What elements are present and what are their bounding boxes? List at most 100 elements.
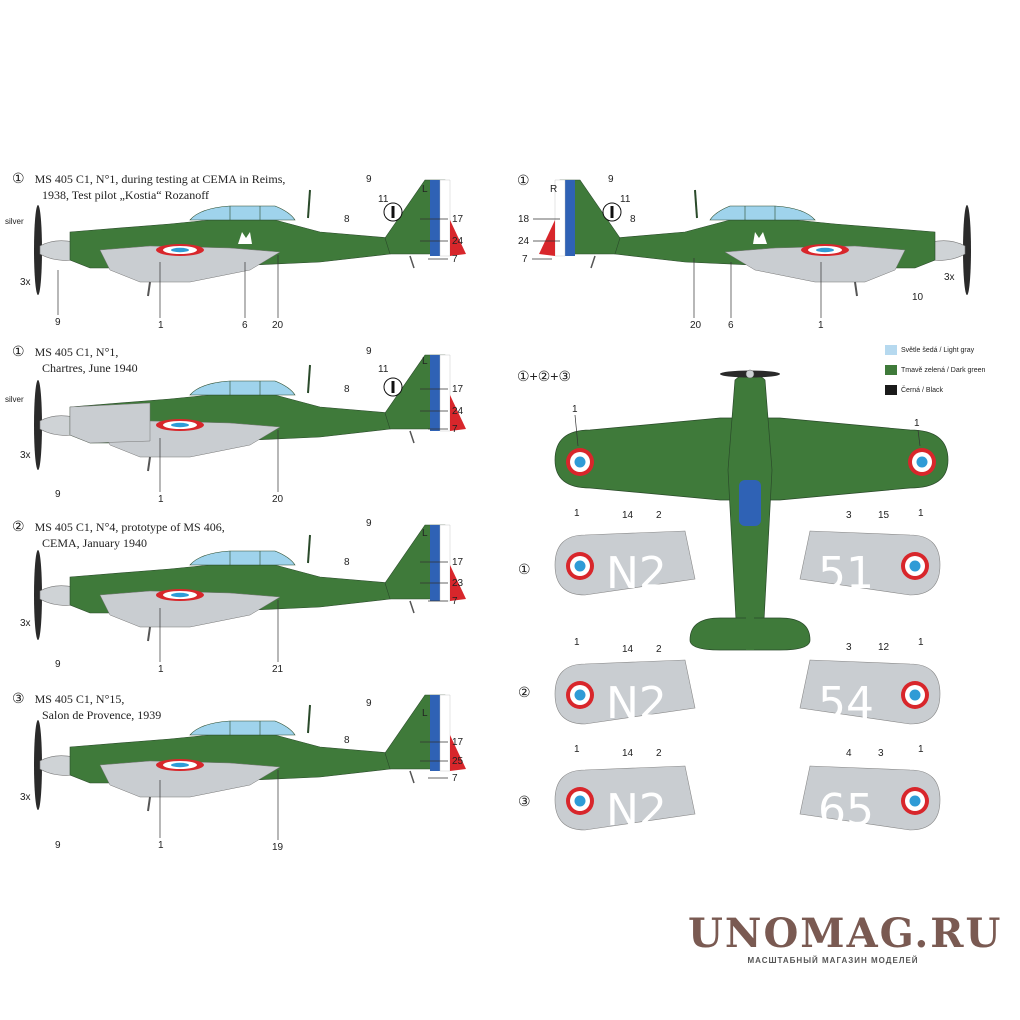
label: L <box>422 356 428 367</box>
color-legend: Světle šedá / Light gray Tmavě zelená / … <box>885 340 985 400</box>
profile-2 <box>33 354 467 472</box>
label: 9 <box>55 489 61 500</box>
watermark-title: UNOMAG.RU <box>688 910 1003 957</box>
label: 9 <box>366 698 372 709</box>
right-profile-number: ① <box>517 172 530 188</box>
wing-code-2-left: N2 <box>606 678 667 729</box>
caption-line: CEMA, January 1940 <box>42 536 147 550</box>
legend-label: Tmavě zelená / Dark green <box>901 366 986 374</box>
caption-line: MS 405 C1, N°15, <box>34 692 125 706</box>
label: 11 <box>378 194 389 205</box>
label: 2 <box>656 510 662 521</box>
label: 20 <box>690 320 702 331</box>
label: 9 <box>366 518 372 529</box>
profile-1 <box>33 179 467 297</box>
label: 9 <box>608 174 614 185</box>
label: L <box>422 184 428 195</box>
label: 18 <box>518 214 530 225</box>
wing-code-1-right: 51 <box>818 548 874 599</box>
label: 8 <box>630 214 636 225</box>
label: 6 <box>242 320 248 331</box>
plan-view <box>554 369 949 651</box>
label: 14 <box>622 644 634 655</box>
label: 24 <box>518 236 530 247</box>
caption-profile-2: ① MS 405 C1, N°1, Chartres, June 1940 <box>12 343 138 376</box>
label: 17 <box>452 557 464 568</box>
label: 7 <box>452 596 458 607</box>
label: 1 <box>574 508 580 519</box>
caption-line: MS 405 C1, N°4, prototype of MS 406, <box>34 520 225 534</box>
callouts-profile-4: 3x 9 1 19 9 8 L 17 25 7 <box>20 698 464 853</box>
label: 3x <box>20 792 31 803</box>
label: 9 <box>366 346 372 357</box>
caption-line: MS 405 C1, N°1, <box>34 345 119 359</box>
label: 8 <box>344 384 350 395</box>
label: 17 <box>452 737 464 748</box>
wing-row-number: ② <box>518 684 531 700</box>
label: 24 <box>452 236 464 247</box>
watermark: UNOMAG.RU МАСШТАБНЫЙ МАГАЗИН МОДЕЛЕЙ <box>688 910 1003 966</box>
label: 20 <box>272 494 284 505</box>
label: 1 <box>158 664 164 675</box>
label: 4 <box>846 748 852 759</box>
label: 1 <box>574 637 580 648</box>
label: 20 <box>272 320 284 331</box>
label: 3 <box>846 510 852 521</box>
swatch-dark-green <box>885 365 897 375</box>
label: 24 <box>452 406 464 417</box>
profile-number: ② <box>12 518 25 534</box>
caption-profile-4: ③ MS 405 C1, N°15, Salon de Provence, 193… <box>12 690 161 723</box>
wing-code-1-left: N2 <box>606 548 667 599</box>
plan-view-title: ①+②+③ <box>517 368 571 384</box>
legend-label: Světle šedá / Light gray <box>901 346 975 354</box>
label: L <box>422 708 428 719</box>
label: 9 <box>55 317 61 328</box>
label: 2 <box>656 644 662 655</box>
label: 7 <box>452 254 458 265</box>
wing-row-labels-1: 1 14 2 3 15 1 <box>574 508 924 521</box>
label: 1 <box>914 418 920 429</box>
profile-number: ① <box>12 170 25 186</box>
right-profile <box>538 179 972 297</box>
label: 3x <box>20 450 31 461</box>
label: 19 <box>272 842 284 853</box>
wing-code-3-right: 65 <box>818 785 874 836</box>
callouts-right-profile: 9 R 11 8 18 24 7 20 6 1 3x 10 <box>518 174 955 331</box>
wing-code-3-left: N2 <box>606 785 667 836</box>
legend-item: Světle šedá / Light gray <box>885 340 985 360</box>
swatch-light-gray <box>885 345 897 355</box>
label: silver <box>5 217 24 226</box>
label: 1 <box>158 494 164 505</box>
profile-number: ③ <box>12 690 25 706</box>
label: 8 <box>344 735 350 746</box>
label: R <box>550 184 557 195</box>
label: 3x <box>944 272 955 283</box>
label: 1 <box>572 404 578 415</box>
caption-line: Chartres, June 1940 <box>42 361 138 375</box>
label: 7 <box>452 773 458 784</box>
label: 23 <box>452 578 464 589</box>
caption-line: 1938, Test pilot „Kostia“ Rozanoff <box>42 188 210 202</box>
swatch-black <box>885 385 897 395</box>
label: 12 <box>878 642 890 653</box>
caption-profile-3: ② MS 405 C1, N°4, prototype of MS 406, CE… <box>12 518 225 551</box>
wing-code-2-right: 54 <box>818 678 874 729</box>
legend-item: Tmavě zelená / Dark green <box>885 360 985 380</box>
label: 14 <box>622 510 634 521</box>
profile-number: ① <box>12 343 25 359</box>
label: 1 <box>574 744 580 755</box>
label: 3 <box>878 748 884 759</box>
legend-label: Černá / Black <box>901 386 944 394</box>
label: 9 <box>366 174 372 185</box>
label: 3 <box>846 642 852 653</box>
label: 2 <box>656 748 662 759</box>
label: 1 <box>918 744 924 755</box>
label: 1 <box>158 320 164 331</box>
label: 15 <box>878 510 890 521</box>
caption-line: Salon de Provence, 1939 <box>42 708 162 722</box>
label: 1 <box>818 320 824 331</box>
wing-row-number: ③ <box>518 793 531 809</box>
legend-item: Černá / Black <box>885 380 985 400</box>
